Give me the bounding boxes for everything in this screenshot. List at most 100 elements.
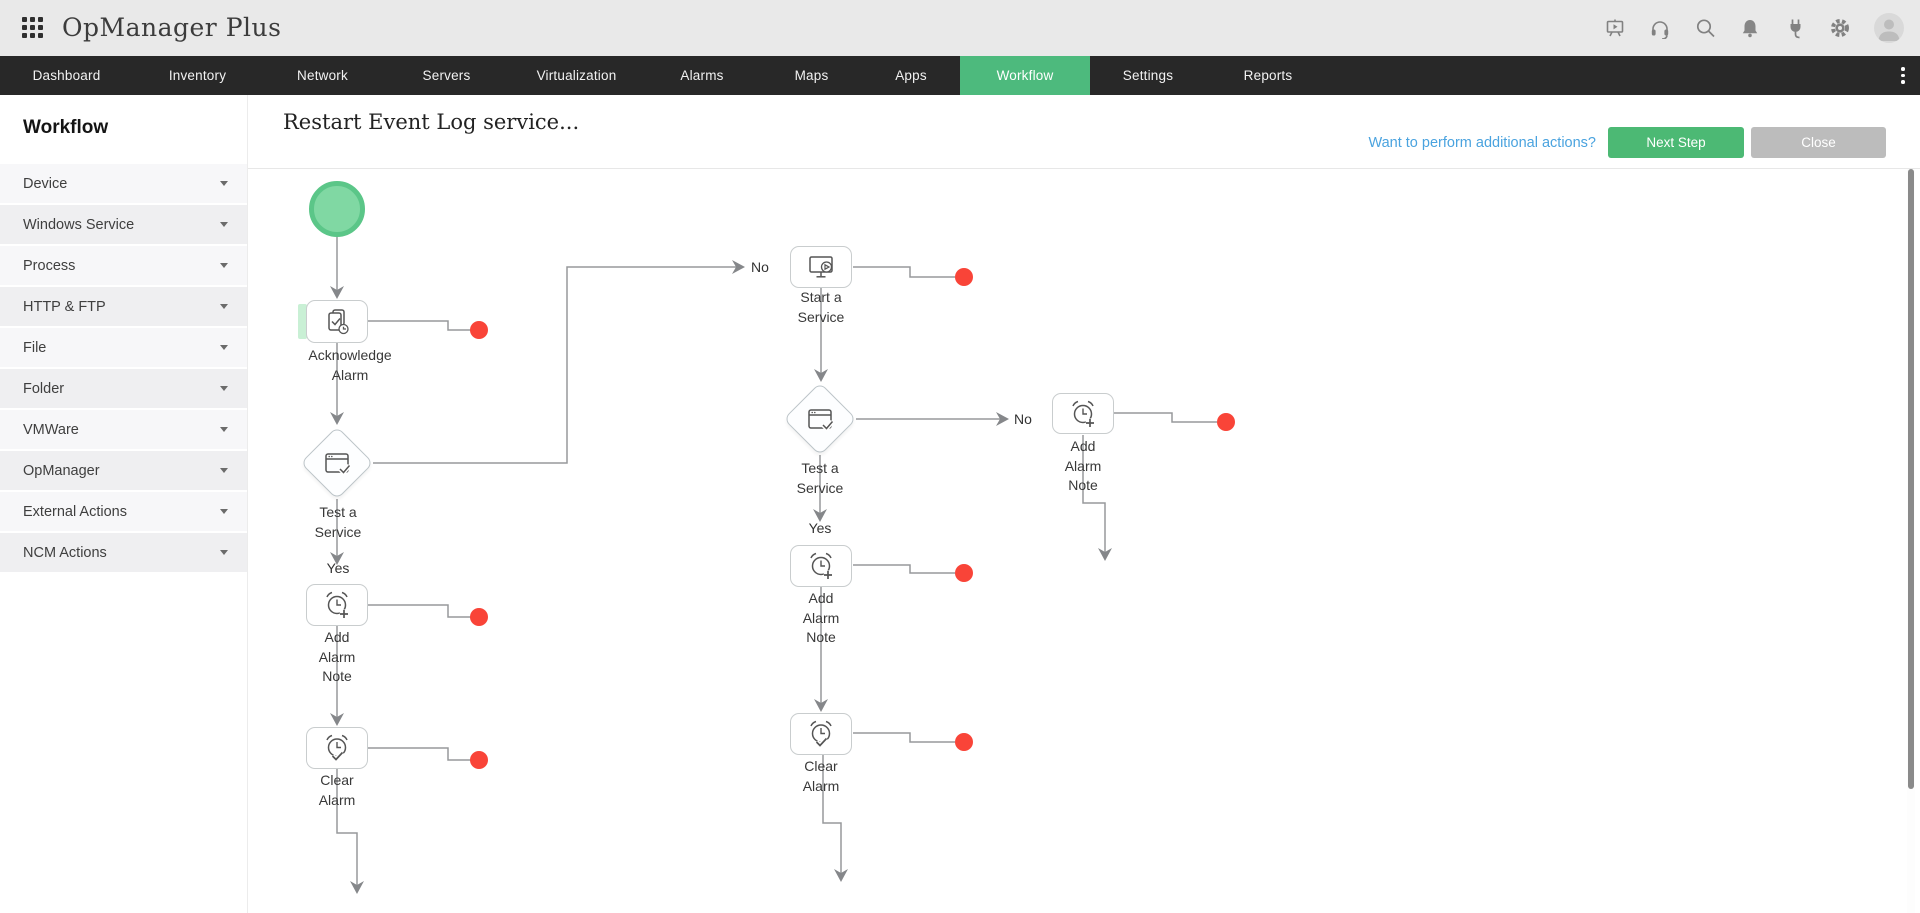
- user-avatar[interactable]: [1874, 13, 1904, 43]
- node-test-a-service-2[interactable]: [783, 382, 857, 456]
- connector: [1114, 412, 1217, 423]
- connector: [853, 564, 955, 574]
- tab-maps[interactable]: Maps: [794, 68, 829, 83]
- branch-label-no: No: [1014, 411, 1032, 427]
- sidebar-item-external-actions[interactable]: External Actions: [0, 492, 247, 531]
- node-label: Test a Service: [314, 504, 362, 540]
- tab-inventory[interactable]: Inventory: [168, 68, 227, 83]
- tab-apps[interactable]: Apps: [895, 68, 927, 83]
- tab-workflow[interactable]: Workflow: [960, 56, 1090, 95]
- next-step-button[interactable]: Next Step: [1608, 127, 1744, 158]
- connector: [853, 266, 955, 278]
- tab-reports[interactable]: Reports: [1243, 68, 1293, 83]
- arrowheads: [330, 260, 1112, 894]
- branch-label-yes: Yes: [326, 560, 350, 576]
- node-add-alarm-note-3[interactable]: [790, 545, 852, 587]
- node-selection-indicator: [298, 304, 307, 339]
- connector: [368, 747, 471, 761]
- header-actions: Want to perform additional actions? Next…: [1368, 127, 1886, 158]
- connector: [368, 604, 471, 618]
- tab-alarms[interactable]: Alarms: [680, 68, 724, 83]
- additional-actions-link[interactable]: Want to perform additional actions?: [1368, 134, 1596, 151]
- tab-virtualization[interactable]: Virtualization: [536, 68, 617, 83]
- sidebar-item-file[interactable]: File: [0, 328, 247, 367]
- tab-settings[interactable]: Settings: [1122, 68, 1174, 83]
- add-alarm-note-icon: [1072, 400, 1095, 427]
- sidebar-item-http-ftp[interactable]: HTTP & FTP: [0, 287, 247, 326]
- settings-gear-icon[interactable]: [1829, 17, 1851, 39]
- top-bar: OpManager Plus: [0, 0, 1920, 56]
- tab-dashboard[interactable]: Dashboard: [32, 68, 101, 83]
- chevron-down-icon: [220, 509, 228, 514]
- headset-icon[interactable]: [1649, 17, 1671, 39]
- node-label: Add Alarm Note: [1064, 438, 1102, 493]
- add-alarm-note-icon: [326, 591, 349, 618]
- connector-endpoint[interactable]: [470, 321, 488, 339]
- sidebar-item-opmanager[interactable]: OpManager: [0, 451, 247, 490]
- more-vertical-icon[interactable]: [1896, 56, 1910, 95]
- tab-servers[interactable]: Servers: [422, 68, 471, 83]
- node-label: Acknowledge Alarm: [308, 347, 392, 383]
- connector-endpoint[interactable]: [955, 733, 973, 751]
- chevron-down-icon: [220, 345, 228, 350]
- topbar-icon-group: [1604, 0, 1904, 56]
- close-button[interactable]: Close: [1751, 127, 1886, 158]
- presentation-play-icon[interactable]: [1604, 17, 1626, 39]
- connector-endpoint[interactable]: [470, 751, 488, 769]
- notification-bell-icon[interactable]: [1739, 17, 1761, 39]
- connector: [853, 732, 955, 743]
- sidebar-item-folder[interactable]: Folder: [0, 369, 247, 408]
- node-label: Start a Service: [797, 289, 845, 325]
- tab-network[interactable]: Network: [297, 68, 348, 83]
- connector-endpoints: [470, 268, 1235, 769]
- workflow-canvas[interactable]: Acknowledge Alarm Test a Service Yes No: [248, 169, 1907, 913]
- plug-icon[interactable]: [1784, 17, 1806, 39]
- chevron-down-icon: [220, 263, 228, 268]
- node-clear-alarm-1[interactable]: [306, 727, 368, 769]
- workflow-title: Restart Event Log service...: [283, 110, 580, 134]
- test-service-icon: [325, 453, 352, 476]
- node-test-a-service-1[interactable]: [300, 426, 374, 500]
- workflow-header: Restart Event Log service... Want to per…: [248, 95, 1920, 169]
- workflow-connectors: [330, 236, 1235, 894]
- connector-endpoint[interactable]: [955, 268, 973, 286]
- workflow-sidebar: Workflow Device Windows Service Process …: [0, 95, 248, 913]
- node-add-alarm-note-2[interactable]: [1052, 393, 1114, 434]
- sidebar-title: Workflow: [23, 117, 109, 138]
- node-label: Clear Alarm: [802, 758, 840, 794]
- sidebar-item-vmware[interactable]: VMWare: [0, 410, 247, 449]
- chevron-down-icon: [220, 222, 228, 227]
- sidebar-category-list: Device Windows Service Process HTTP & FT…: [0, 164, 247, 574]
- start-node[interactable]: [309, 181, 365, 237]
- sidebar-item-process[interactable]: Process: [0, 246, 247, 285]
- test-service-icon: [808, 409, 835, 432]
- node-add-alarm-note-1[interactable]: [306, 584, 368, 626]
- sidebar-item-ncm-actions[interactable]: NCM Actions: [0, 533, 247, 572]
- node-acknowledge-alarm[interactable]: [306, 300, 368, 343]
- connector: [1082, 435, 1106, 556]
- branch-label-yes: Yes: [808, 520, 832, 536]
- connector: [336, 769, 358, 889]
- connector: [822, 755, 842, 877]
- chevron-down-icon: [220, 427, 228, 432]
- clear-alarm-icon: [326, 734, 348, 764]
- node-label: Test a Service: [796, 460, 844, 496]
- chevron-down-icon: [220, 181, 228, 186]
- product-name: OpManager Plus: [62, 13, 282, 42]
- connector-endpoint[interactable]: [955, 564, 973, 582]
- start-service-icon: [809, 256, 833, 278]
- connector-endpoint[interactable]: [1217, 413, 1235, 431]
- add-alarm-note-icon: [810, 552, 833, 579]
- sidebar-item-device[interactable]: Device: [0, 164, 247, 203]
- connector-endpoint[interactable]: [470, 608, 488, 626]
- apps-grid-icon[interactable]: [22, 17, 44, 39]
- node-start-a-service[interactable]: [790, 246, 852, 288]
- node-label: Add Alarm Note: [802, 590, 840, 645]
- vertical-scrollbar: [1907, 169, 1915, 913]
- node-clear-alarm-2[interactable]: [790, 713, 852, 755]
- chevron-down-icon: [220, 468, 228, 473]
- sidebar-item-windows-service[interactable]: Windows Service: [0, 205, 247, 244]
- search-icon[interactable]: [1694, 17, 1716, 39]
- scrollbar-thumb[interactable]: [1908, 169, 1914, 789]
